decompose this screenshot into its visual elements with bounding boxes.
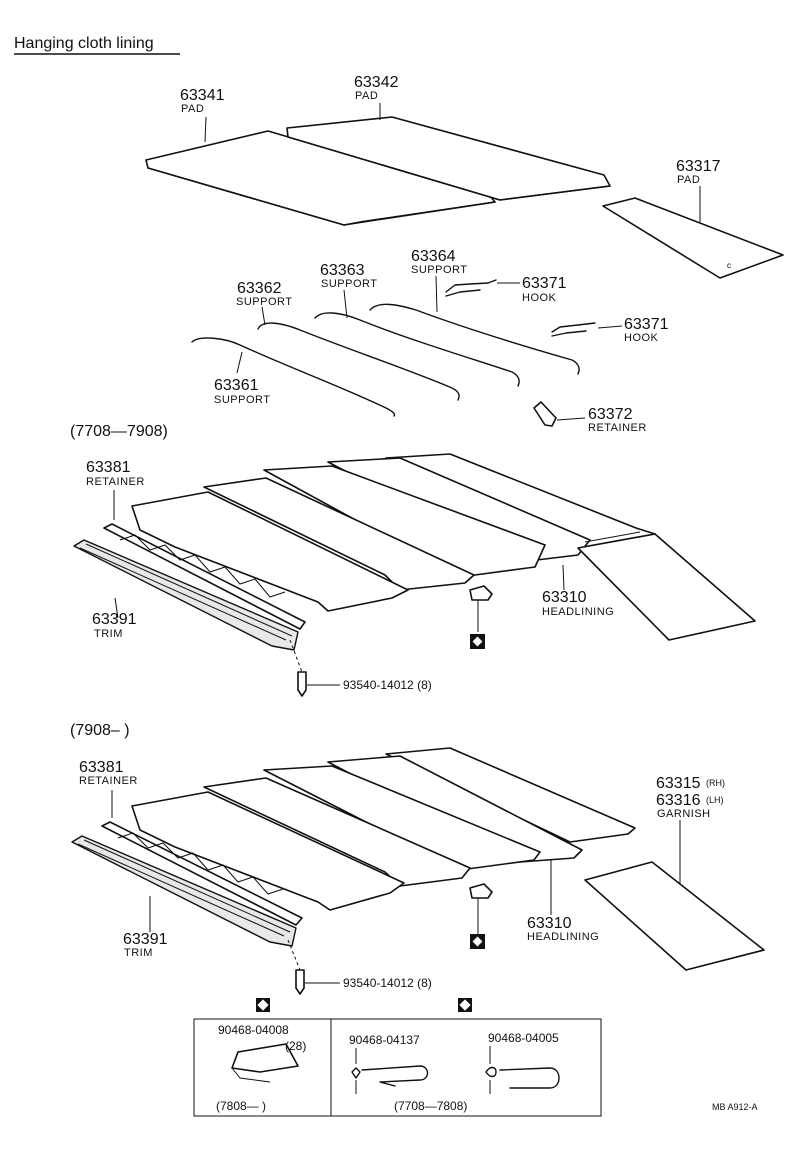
pad-63317-shape: c bbox=[602, 197, 784, 279]
label-63372-num: 63372 bbox=[588, 406, 633, 423]
clip-mid-num: 90468-04137 bbox=[349, 1033, 420, 1047]
clip-left-range: (7808— ) bbox=[216, 1099, 267, 1113]
s2-garnish-name: GARNISH bbox=[657, 808, 711, 820]
label-63372-name: RETAINER bbox=[588, 422, 647, 434]
label-63342-name: PAD bbox=[355, 90, 379, 102]
clip-range: (7708—7808) bbox=[394, 1099, 468, 1113]
label-63363-num: 63363 bbox=[320, 262, 365, 279]
s1-retainer-num: 63381 bbox=[86, 459, 131, 476]
clip-right-num: 90468-04005 bbox=[488, 1031, 559, 1045]
clip-box bbox=[193, 998, 602, 1117]
label-63361-name: SUPPORT bbox=[214, 394, 271, 406]
clip-left-qty: (28) bbox=[285, 1039, 307, 1053]
label-63371b-num: 63371 bbox=[624, 316, 669, 333]
section2-range: (7908– ) bbox=[70, 722, 130, 739]
retainer-63372-shape bbox=[533, 401, 586, 427]
label-63371b-name: HOOK bbox=[624, 332, 659, 344]
label-63341-name: PAD bbox=[181, 103, 205, 115]
support-63363-shape bbox=[314, 312, 520, 387]
s2-headlining-num: 63310 bbox=[527, 915, 572, 932]
s2-trim-num: 63391 bbox=[123, 931, 168, 948]
pad-63342-shape bbox=[286, 116, 611, 201]
s1-retainer-name: RETAINER bbox=[86, 476, 145, 488]
label-63362-num: 63362 bbox=[237, 280, 282, 297]
label-63363-name: SUPPORT bbox=[321, 278, 378, 290]
page-title: Hanging cloth lining bbox=[14, 35, 154, 52]
svg-text:c: c bbox=[727, 261, 731, 270]
section1-range: (7708—7908) bbox=[70, 423, 168, 440]
s1-headlining-name: HEADLINING bbox=[542, 606, 615, 618]
label-63364-name: SUPPORT bbox=[411, 264, 468, 276]
label-63364-num: 63364 bbox=[411, 248, 456, 265]
s1-trim-name: TRIM bbox=[94, 628, 123, 640]
hook-63371a-shape bbox=[445, 279, 520, 297]
s2-garnish-lh-side: (LH) bbox=[706, 795, 724, 805]
s1-headlining-num: 63310 bbox=[542, 589, 587, 606]
label-63362-name: SUPPORT bbox=[236, 296, 293, 308]
s2-trim-name: TRIM bbox=[124, 947, 153, 959]
s2-retainer-name: RETAINER bbox=[79, 775, 138, 787]
hook-63371b-shape bbox=[551, 322, 623, 337]
s2-headlining-name: HEADLINING bbox=[527, 931, 600, 943]
label-63361-num: 63361 bbox=[214, 377, 259, 394]
clip-left-num: 90468-04008 bbox=[218, 1023, 289, 1037]
label-63342-num: 63342 bbox=[354, 74, 399, 91]
label-63317-num: 63317 bbox=[676, 158, 721, 175]
label-63341-num: 63341 bbox=[180, 87, 225, 104]
section2-drawing bbox=[71, 747, 765, 995]
section1-drawing bbox=[73, 453, 756, 697]
s1-trim-num: 63391 bbox=[92, 611, 137, 628]
s2-garnish-lh-num: 63316 bbox=[656, 792, 701, 809]
support-63362-shape bbox=[257, 322, 460, 401]
footer-code: MB A912-A bbox=[712, 1102, 758, 1112]
s2-garnish-rh-side: (RH) bbox=[706, 778, 725, 788]
s2-screw-label: 93540-14012 (8) bbox=[343, 976, 432, 990]
s2-garnish-rh-num: 63315 bbox=[656, 775, 701, 792]
support-63361-shape bbox=[191, 337, 396, 417]
label-63371a-num: 63371 bbox=[522, 275, 567, 292]
s1-screw-label: 93540-14012 (8) bbox=[343, 678, 432, 692]
s2-retainer-num: 63381 bbox=[79, 759, 124, 776]
label-63371a-name: HOOK bbox=[522, 292, 557, 304]
label-63317-name: PAD bbox=[677, 174, 701, 186]
support-63364-shape bbox=[369, 303, 580, 375]
